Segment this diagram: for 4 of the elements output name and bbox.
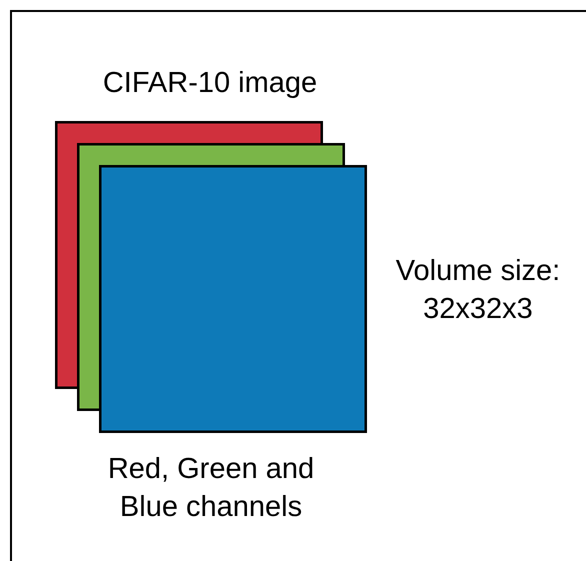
channels-caption: Red, Green and Blue channels — [106, 452, 316, 525]
volume-size-label: Volume size: 32x32x3 — [394, 254, 562, 327]
image-title: CIFAR-10 image — [102, 66, 318, 101]
color-channel-square — [99, 165, 367, 433]
